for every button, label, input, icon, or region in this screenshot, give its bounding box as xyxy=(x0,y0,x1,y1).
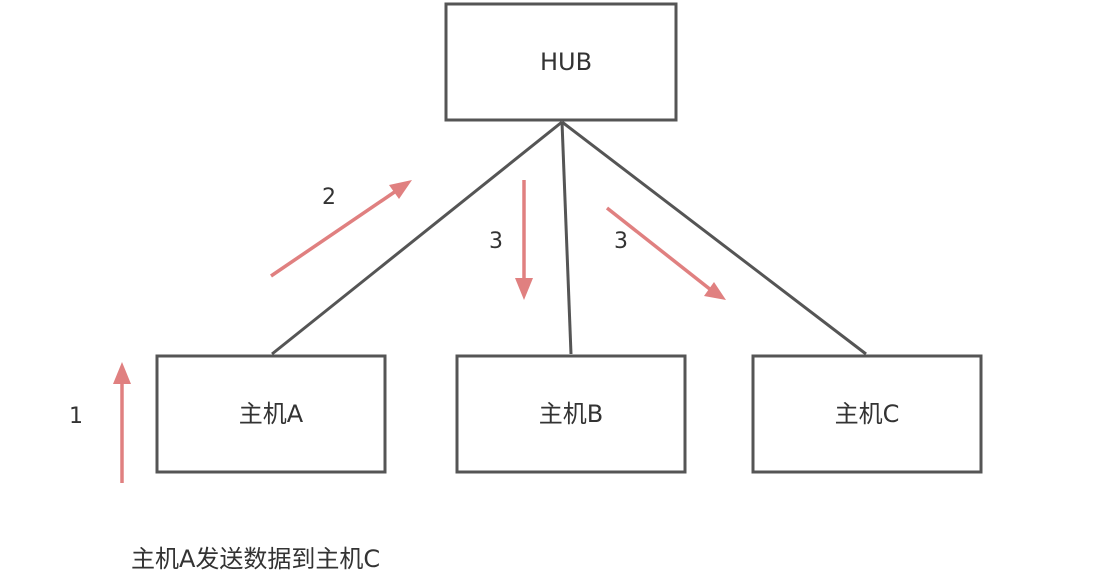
host-b-node: 主机B xyxy=(455,354,687,474)
step-1-arrow xyxy=(113,362,131,483)
host-b-label: 主机B xyxy=(539,400,603,428)
link-hub-host-b xyxy=(560,121,573,355)
hub-node: HUB xyxy=(444,2,678,122)
step-2-arrow xyxy=(270,180,412,278)
step-2-label: 2 xyxy=(322,185,336,210)
diagram-caption: 主机A发送数据到主机C xyxy=(131,545,380,573)
hub-label: HUB xyxy=(540,48,592,76)
step-3-label-host-c: 3 xyxy=(614,229,628,254)
link-hub-host-a xyxy=(271,120,563,356)
step-3-arrow-host-c xyxy=(605,206,726,300)
step-1-label: 1 xyxy=(69,404,83,429)
step-3-label-host-b: 3 xyxy=(489,229,503,254)
host-a-label: 主机A xyxy=(239,400,304,428)
host-c-node: 主机C xyxy=(751,354,983,474)
step-3-arrow-host-b xyxy=(515,180,533,300)
host-a-node: 主机A xyxy=(155,354,387,474)
host-c-label: 主机C xyxy=(835,400,900,428)
link-hub-host-c xyxy=(561,120,867,356)
